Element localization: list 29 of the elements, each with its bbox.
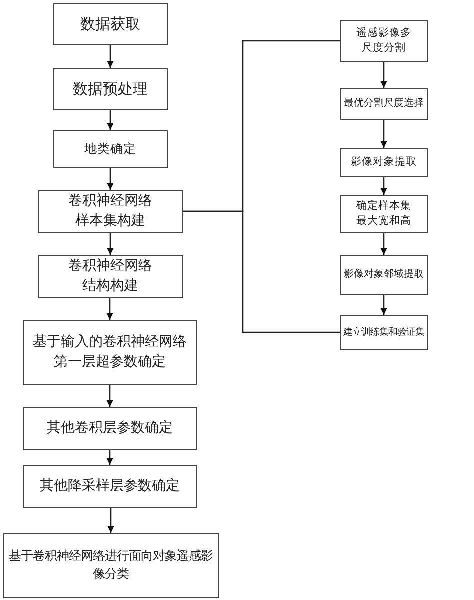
process-box: 影像对象提取 <box>340 148 428 177</box>
process-box: 基于卷积神经网络进行面向对象遥感影像分类 <box>3 533 219 598</box>
connector-line <box>183 210 340 334</box>
arrow <box>380 233 388 255</box>
arrow <box>106 298 114 320</box>
arrow <box>107 110 114 130</box>
arrow <box>380 177 388 195</box>
process-box: 其他降采样层参数确定 <box>23 465 197 508</box>
process-box: 影像对象邻域提取 <box>340 255 428 295</box>
arrow <box>380 120 388 148</box>
process-box: 数据预处理 <box>53 68 168 110</box>
arrow <box>107 45 114 68</box>
arrow <box>107 233 114 255</box>
arrow <box>106 385 114 407</box>
arrow <box>106 450 114 465</box>
process-box: 其他卷积层参数确定 <box>23 407 197 450</box>
process-box: 卷积神经网络样本集构建 <box>38 190 183 233</box>
process-box: 数据获取 <box>53 3 168 45</box>
arrow <box>380 295 388 315</box>
process-box: 最优分割尺度选择 <box>340 88 428 120</box>
process-box: 地类确定 <box>53 130 168 168</box>
process-box: 遥感影像多尺度分割 <box>340 20 428 62</box>
arrow <box>108 508 114 533</box>
process-box: 建立训练集和验证集 <box>340 315 428 350</box>
arrow <box>107 168 114 190</box>
process-box: 确定样本集最大宽和高 <box>340 195 428 233</box>
process-box: 基于输入的卷积神经网络第一层超参数确定 <box>23 320 197 385</box>
arrow <box>380 62 388 88</box>
process-box: 卷积神经网络结构构建 <box>38 255 183 298</box>
